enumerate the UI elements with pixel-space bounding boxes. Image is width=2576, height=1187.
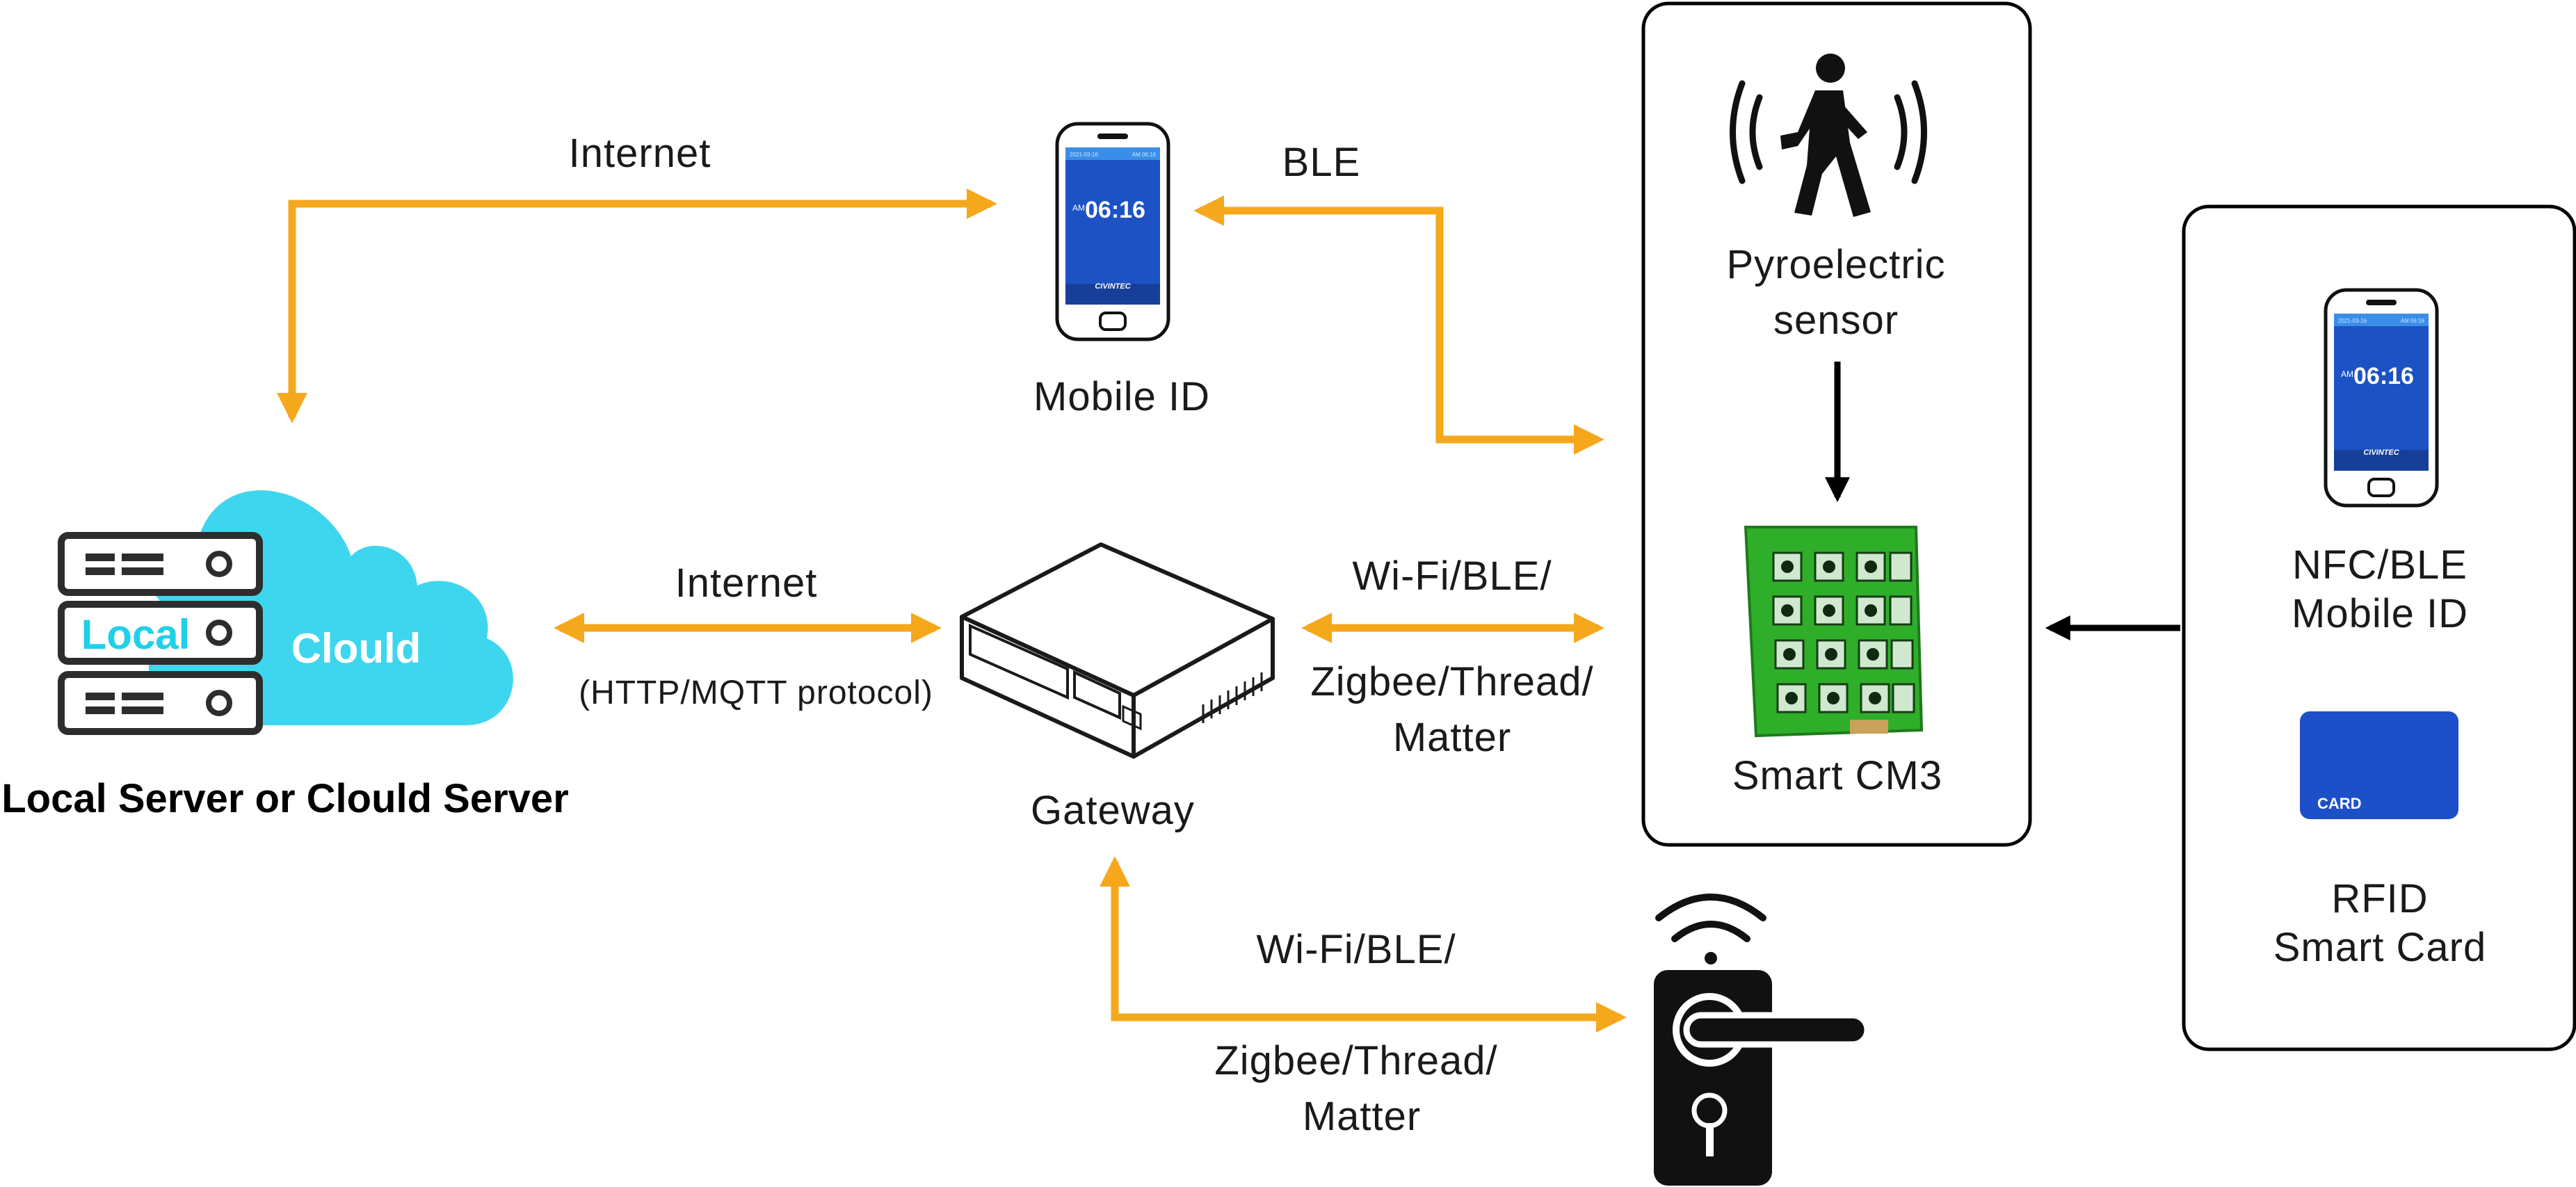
- label-gw-cm3-line3: Matter: [1393, 715, 1511, 760]
- phone-time: 06:16: [1085, 197, 1145, 223]
- nfc-phone-am: AM: [2341, 369, 2353, 379]
- card-text: CARD: [2317, 795, 2362, 812]
- phone-brand: CIVINTEC: [1095, 282, 1131, 291]
- smart-door-lock-icon: [1654, 970, 1871, 1186]
- gateway-box-icon: [960, 542, 1275, 759]
- mobile-id-label: Mobile ID: [1033, 374, 1210, 419]
- label-gw-cm3-line1: Wi-Fi/BLE/: [1352, 554, 1552, 599]
- server-label: Local Server or Clould Server: [1, 776, 569, 821]
- wifi-signal-icon: [1655, 894, 1766, 964]
- label-gw-lock-line2: Zigbee/Thread/: [1214, 1038, 1497, 1083]
- phone-status-right: AM 06:16: [1132, 152, 1157, 158]
- nfc-phone-status-left: 2021-03-16: [2338, 318, 2367, 324]
- link-gateway-lock: [1100, 856, 1627, 1033]
- server-rack-icon: [58, 532, 263, 735]
- keypad-pcb-icon: [1744, 526, 1924, 738]
- nfc-phone-status-right: AM 06:16: [2401, 318, 2425, 324]
- pyro-label-line1: Pyroelectric: [1727, 242, 1946, 287]
- phone-am: AM: [1072, 203, 1085, 213]
- label-internet-mid: Internet: [675, 560, 818, 606]
- label-gw-lock-line1: Wi-Fi/BLE/: [1256, 927, 1456, 972]
- smart-cm3-label: Smart CM3: [1732, 753, 1942, 798]
- rfid-label-line2: Smart Card: [2273, 925, 2487, 970]
- local-text: Local: [81, 611, 191, 658]
- label-gw-cm3-line2: Zigbee/Thread/: [1310, 659, 1593, 704]
- server-cloud-icon: Local Clould: [58, 490, 513, 735]
- mobile-id-phone-icon: 2021-03-16 AM 06:16 AM 06:16 CIVINTEC: [1057, 124, 1168, 339]
- pyro-label-line2: sensor: [1773, 298, 1899, 343]
- cloud-text: Clould: [291, 625, 421, 672]
- label-gw-lock-line3: Matter: [1303, 1094, 1421, 1139]
- label-ble: BLE: [1282, 140, 1361, 185]
- link-server-mobile: [277, 188, 997, 423]
- label-http-mqtt: (HTTP/MQTT protocol): [579, 675, 933, 711]
- rfid-label-line1: RFID: [2331, 876, 2428, 921]
- nfc-phone-brand: CIVINTEC: [2363, 449, 2399, 457]
- nfc-label-line2: Mobile ID: [2292, 591, 2468, 636]
- link-mobile-cm3: [1193, 195, 1604, 455]
- card-icon: CARD: [2300, 711, 2458, 819]
- nfc-phone-time: 06:16: [2353, 363, 2414, 389]
- gateway-label: Gateway: [1031, 788, 1195, 833]
- nfc-mobile-phone-icon: 2021-03-16 AM 06:16 AM 06:16 CIVINTEC: [2326, 290, 2437, 506]
- walking-person-motion-icon: [1730, 54, 1927, 217]
- label-internet-top: Internet: [569, 131, 711, 176]
- credentials-panel: [2182, 204, 2576, 1051]
- phone-status-left: 2021-03-16: [1070, 152, 1098, 158]
- nfc-label-line1: NFC/BLE: [2292, 542, 2468, 588]
